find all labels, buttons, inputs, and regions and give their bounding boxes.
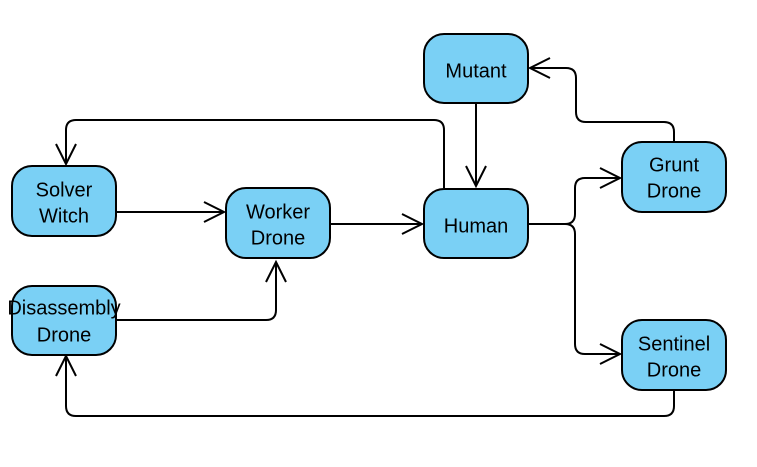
edge-grunt-drone-to-mutant	[527, 57, 675, 142]
node-sentinel-drone-label-line2: Drone	[647, 359, 701, 381]
node-solver-witch: Solver Witch	[11, 165, 117, 237]
edge-disassembly-drone-to-worker-drone	[117, 259, 287, 321]
edge-worker-drone-to-human	[330, 213, 425, 235]
node-sentinel-drone-box	[621, 319, 727, 391]
node-grunt-drone-label-line1: Grunt	[649, 154, 699, 176]
node-mutant: Mutant	[423, 33, 529, 104]
node-solver-witch-box	[11, 165, 117, 237]
node-worker-drone-label-line1: Worker	[246, 201, 310, 223]
node-mutant-label: Mutant	[445, 60, 507, 82]
node-sentinel-drone-label-line1: Sentinel	[638, 333, 710, 355]
node-sentinel-drone: Sentinel Drone	[621, 319, 727, 391]
node-disassembly-drone-box	[11, 285, 117, 356]
node-human-label: Human	[444, 215, 508, 237]
edge-mutant-to-human	[465, 104, 487, 189]
edge-human-to-grunt-drone	[528, 167, 623, 225]
node-human-box	[423, 188, 529, 259]
edge-solver-witch-to-worker-drone	[117, 201, 227, 223]
edge-human-to-sentinel-drone	[528, 223, 623, 365]
edge-sentinel-drone-to-disassembly-drone	[55, 353, 675, 417]
node-grunt-drone-label-line2: Drone	[647, 180, 701, 202]
node-worker-drone-box	[225, 187, 331, 259]
node-worker-drone-label-line2: Drone	[251, 227, 305, 249]
node-grunt-drone-box	[621, 141, 727, 213]
node-disassembly-drone-label-line1: Disassembly	[7, 297, 120, 319]
node-disassembly-drone: Disassembly Drone	[7, 285, 121, 356]
node-worker-drone: Worker Drone	[225, 187, 331, 259]
node-solver-witch-label-line1: Solver	[36, 179, 93, 201]
node-solver-witch-label-line2: Witch	[39, 205, 89, 227]
node-mutant-box	[423, 33, 529, 104]
edge-human-to-solver-witch	[55, 119, 445, 188]
node-human: Human	[423, 188, 529, 259]
node-disassembly-drone-label-line2: Drone	[37, 324, 91, 346]
node-grunt-drone: Grunt Drone	[621, 141, 727, 213]
